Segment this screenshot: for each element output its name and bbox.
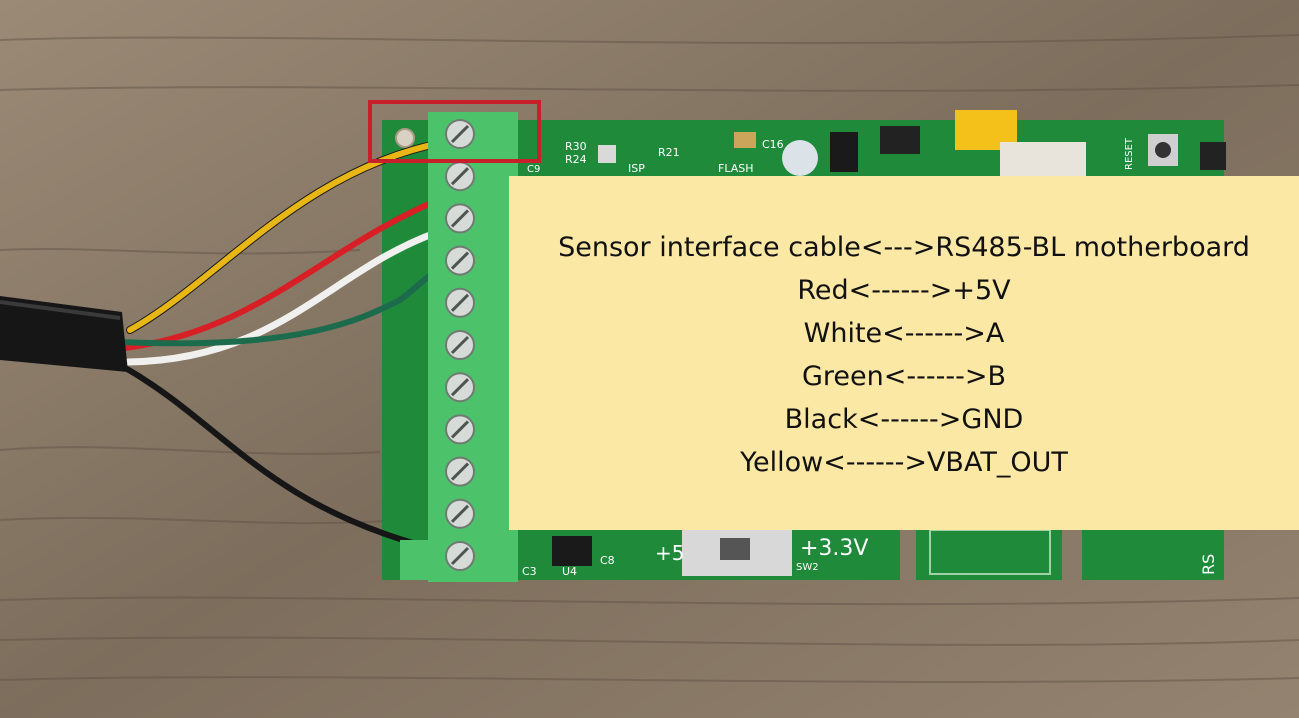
- pcb-tab-right: [1085, 530, 1217, 578]
- label-isp: ISP: [628, 162, 645, 175]
- cable-highlight: [0, 300, 121, 320]
- note-line-white: White<------>A: [803, 318, 1005, 349]
- ic-chip: [830, 132, 858, 172]
- note-line-yellow: Yellow<------>VBAT_OUT: [740, 447, 1068, 478]
- label-r24: R24: [565, 153, 587, 166]
- terminal-block-foot: [400, 540, 440, 580]
- wires: [117, 138, 449, 548]
- note-line-red: Red<------>+5V: [797, 275, 1011, 306]
- label-reset: RESET: [1124, 137, 1135, 170]
- terminal-screw-slot: [450, 335, 470, 355]
- label-u4: U4: [562, 565, 577, 578]
- label-c8: C8: [600, 554, 615, 567]
- led: [782, 140, 818, 176]
- ic-u4: [552, 536, 592, 566]
- terminal-screw-slot: [450, 167, 470, 186]
- terminal-screw-slot: [450, 546, 470, 566]
- wire-white: [124, 228, 442, 366]
- label-c16: C16: [762, 138, 784, 151]
- reset-button-cap: [1155, 142, 1171, 158]
- terminal-screw-slot: [450, 378, 470, 397]
- note-line-green: Green<------>B: [802, 361, 1006, 392]
- antenna-outline: [929, 529, 1051, 575]
- wire-green: [117, 269, 443, 347]
- label-c9: C9: [527, 164, 540, 175]
- terminal-screw-slot: [450, 504, 470, 523]
- wire-red: [122, 197, 441, 351]
- white-connector: [1000, 142, 1086, 178]
- label-plus33: +3.3V: [800, 536, 868, 561]
- terminal-screw-slot: [450, 209, 470, 228]
- wood-grain: [0, 34, 1299, 683]
- label-c3: C3: [522, 565, 537, 578]
- note-line-black: Black<------>GND: [784, 404, 1024, 435]
- pcb-gap-2: [900, 530, 916, 580]
- wire-yellow: [127, 139, 448, 333]
- switch-slider: [720, 538, 750, 560]
- label-r21: R21: [658, 146, 680, 159]
- terminal-screw-slot: [450, 293, 470, 312]
- mounting-hole: [395, 128, 415, 148]
- wire-black: [117, 362, 423, 548]
- label-r30: R30: [565, 140, 587, 153]
- note-title: Sensor interface cable<--->RS485-BL moth…: [558, 232, 1250, 263]
- capacitor-c16: [734, 132, 756, 148]
- label-flash: FLASH: [718, 162, 754, 175]
- label-plus5: +5: [655, 541, 684, 565]
- pcb-tab-middle: [918, 530, 1058, 578]
- highlight-box: [368, 100, 541, 163]
- jack: [1200, 142, 1226, 170]
- terminal-screw-slot: [450, 124, 470, 144]
- wiring-note: Sensor interface cable<--->RS485-BL moth…: [509, 176, 1299, 530]
- resistor-pads: [598, 145, 616, 163]
- terminal-screws: [445, 119, 475, 571]
- terminal-screw-slot: [450, 251, 470, 270]
- terminal-screw-slot: [450, 420, 470, 439]
- header-pins: [880, 126, 920, 154]
- pcb-gap: [1062, 530, 1082, 580]
- label-rs: RS: [1199, 554, 1218, 575]
- terminal-screw-slot: [450, 462, 470, 481]
- label-sw2: SW2: [796, 562, 819, 573]
